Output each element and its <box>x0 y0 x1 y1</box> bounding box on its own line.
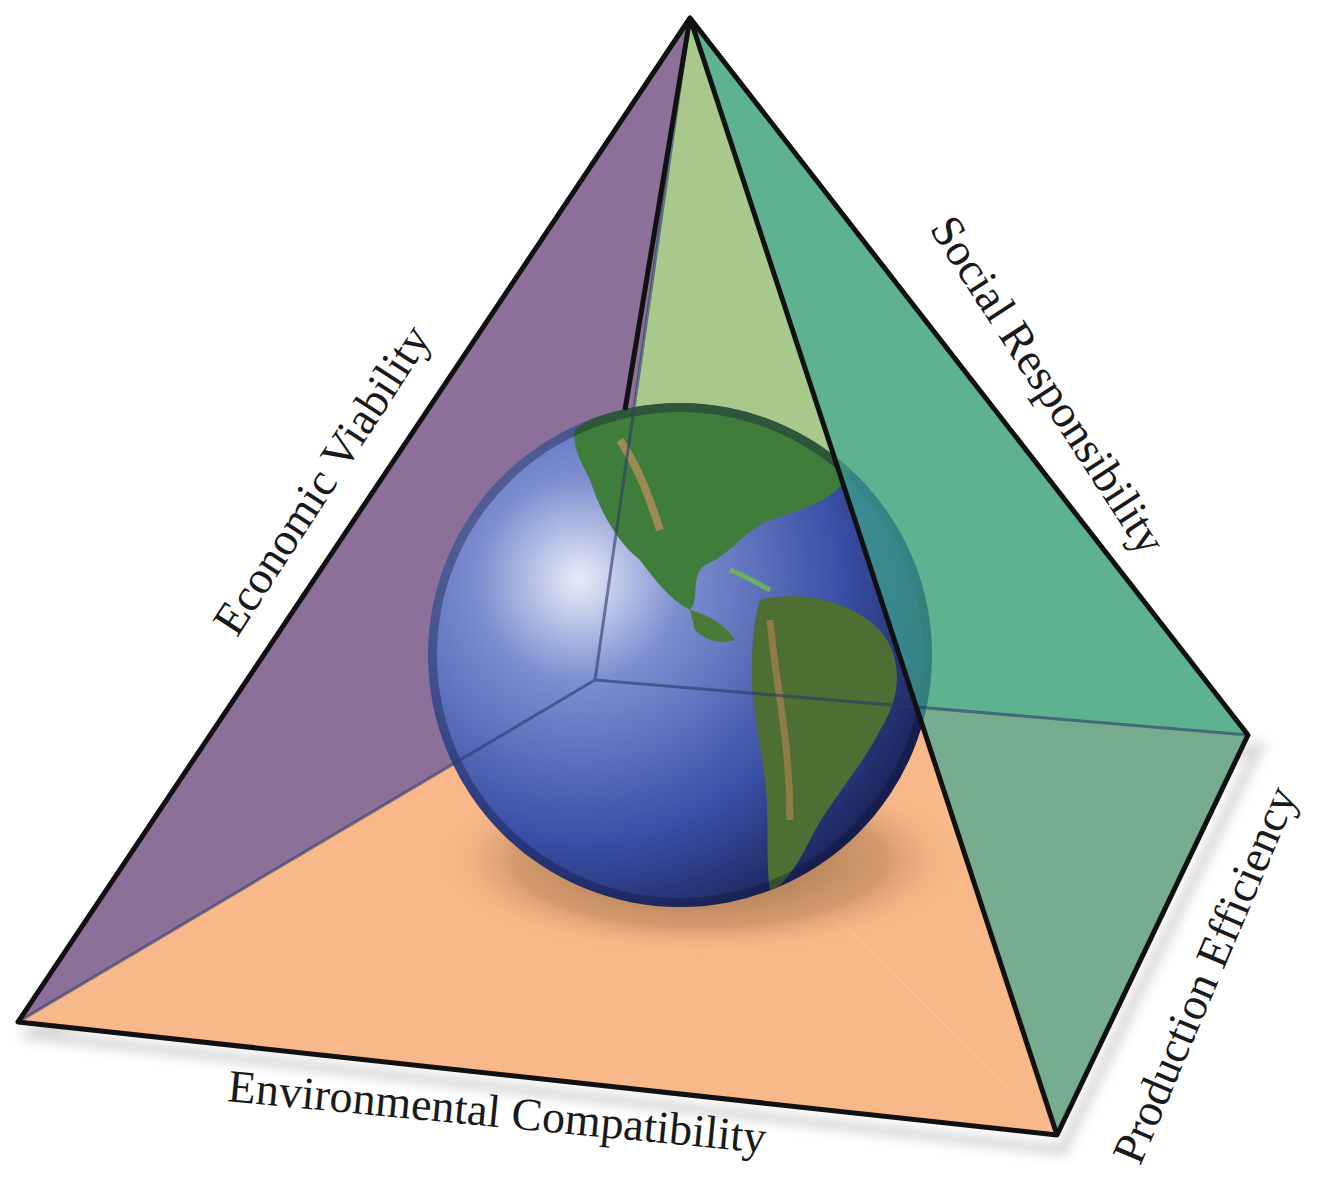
social-face <box>690 18 1248 1135</box>
tetrahedron-edges <box>18 18 1248 1135</box>
hidden-edges <box>18 18 1248 1022</box>
